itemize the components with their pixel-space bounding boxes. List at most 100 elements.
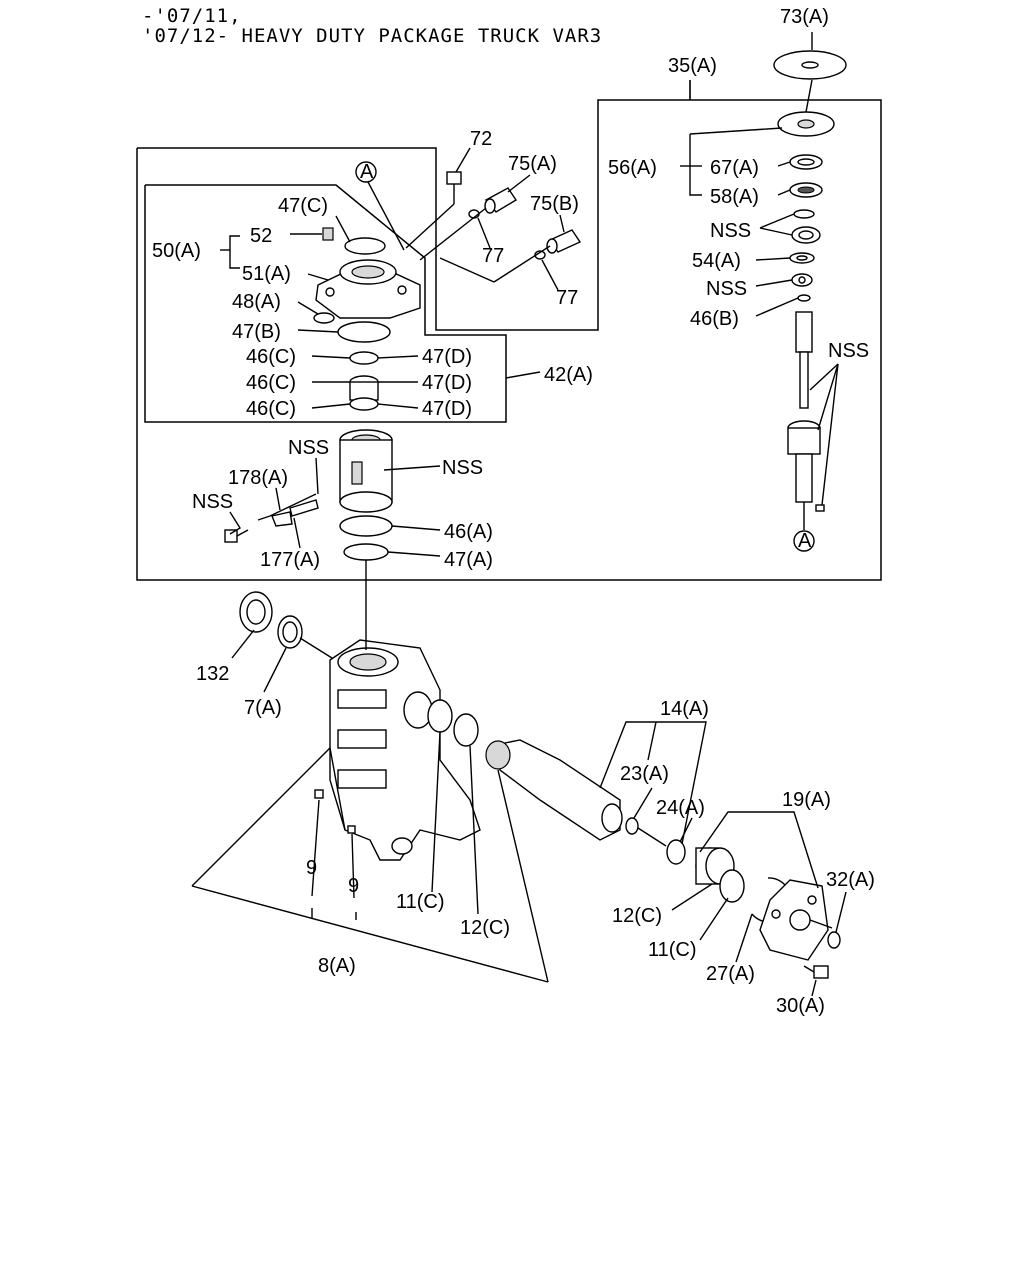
valve-shaft: [795, 311, 813, 409]
label-72: 72: [470, 128, 492, 150]
label-178A: 178(A): [228, 467, 288, 489]
label-47D-3: 47(D): [422, 398, 472, 420]
label-52: 52: [250, 225, 272, 247]
label-46B: 46(B): [690, 308, 739, 330]
label-47D-1: 47(D): [422, 346, 472, 368]
bolt-23A: [625, 817, 667, 847]
valve-sleeve: [787, 420, 821, 528]
label-47C: 47(C): [278, 195, 328, 217]
ref-circle-a-bottom: [793, 530, 815, 552]
washer-54A: [789, 252, 815, 264]
label-77b: 77: [556, 287, 578, 309]
seal-11C-left: [427, 699, 453, 733]
gear-housing: [329, 639, 481, 861]
seal-46A: [339, 515, 393, 537]
seal-stack-46C-47D: [349, 351, 379, 411]
label-9a: 9: [306, 857, 317, 879]
label-32A: 32(A): [826, 869, 875, 891]
label-46A: 46(A): [444, 521, 493, 543]
oring-47B: [337, 321, 391, 343]
label-35A: 35(A): [668, 55, 717, 77]
leader-lines: [191, 80, 847, 997]
bearing-67A: [789, 154, 823, 170]
label-75A: 75(A): [508, 153, 557, 175]
nss-nut: [791, 273, 813, 287]
plug-52: [322, 227, 334, 241]
nss-ring-large: [791, 226, 821, 244]
bolt-30A: [803, 965, 829, 979]
label-11C-left: 11(C): [396, 891, 445, 913]
nut-24A: [666, 839, 686, 865]
seal-12C-right: [719, 869, 745, 903]
fitting-75B: [546, 229, 582, 254]
label-75B: 75(B): [530, 193, 579, 215]
label-56A: 56(A): [608, 157, 657, 179]
bolt-72: [446, 171, 462, 204]
oring-48A: [313, 312, 335, 324]
cylinder-body: [339, 429, 393, 513]
label-nss-3: NSS: [828, 340, 869, 362]
label-27A: 27(A): [706, 963, 755, 985]
label-nss-2: NSS: [706, 278, 747, 300]
label-8A: 8(A): [318, 955, 356, 977]
label-51A: 51(A): [242, 263, 291, 285]
label-47B: 47(B): [232, 321, 281, 343]
label-46C-1: 46(C): [246, 346, 296, 368]
label-ref-a-bottom: A: [798, 530, 812, 552]
upper-cover-73A: [773, 32, 847, 80]
label-30A: 30(A): [776, 995, 825, 1017]
seal-7A: [277, 615, 303, 649]
label-58A: 58(A): [710, 186, 759, 208]
label-12C-left: 12(C): [460, 917, 510, 939]
valve-housing-51A: [315, 259, 421, 319]
label-24A: 24(A): [656, 797, 705, 819]
label-50A: 50(A): [152, 240, 201, 262]
label-23A: 23(A): [620, 763, 669, 785]
seal-47C: [344, 237, 386, 255]
label-48A: 48(A): [232, 291, 281, 313]
label-7A: 7(A): [244, 697, 282, 719]
label-11C-right: 11(C): [648, 939, 697, 961]
seal-132: [239, 591, 273, 633]
callout-labels: 73(A) 35(A) 72 75(A) 75(B) 77 77 56(A) 6…: [152, 6, 875, 1017]
label-73A: 73(A): [780, 6, 829, 28]
header-line-2: '07/12- HEAVY DUTY PACKAGE TRUCK VAR3: [142, 25, 602, 47]
seal-47A: [343, 543, 389, 561]
bolt-nss: [224, 529, 249, 543]
label-ref-a-top: A: [360, 161, 374, 183]
pin-9b: [347, 825, 356, 834]
bearing-58A: [789, 182, 823, 198]
pin-9a: [314, 789, 324, 799]
label-19A: 19(A): [782, 789, 831, 811]
cover-plate-56A: [777, 79, 835, 137]
label-14A: 14(A): [660, 698, 709, 720]
nut-32A: [827, 931, 841, 949]
label-nss-6: NSS: [192, 491, 233, 513]
label-67A: 67(A): [710, 157, 759, 179]
label-47D-2: 47(D): [422, 372, 472, 394]
label-9b: 9: [348, 875, 359, 897]
end-cover: [759, 879, 833, 961]
label-47A: 47(A): [444, 549, 493, 571]
nss-pin: [815, 504, 825, 512]
label-nss-4: NSS: [288, 437, 329, 459]
fitting-75A: [484, 187, 517, 214]
label-77a: 77: [482, 245, 504, 267]
label-54A: 54(A): [692, 250, 741, 272]
label-12C-right: 12(C): [612, 905, 662, 927]
label-177A: 177(A): [260, 549, 320, 571]
label-nss-5: NSS: [442, 457, 483, 479]
bracket-177A: [271, 499, 319, 527]
seal-12C-left: [453, 713, 479, 747]
label-nss-1: NSS: [710, 220, 751, 242]
label-46C-3: 46(C): [246, 398, 296, 420]
oring-46B: [797, 294, 811, 302]
pinion-shaft: [485, 739, 623, 841]
label-42A: 42(A): [544, 364, 593, 386]
bearing-19A: [695, 847, 735, 885]
label-132: 132: [196, 663, 229, 685]
nss-ring-small: [793, 209, 815, 219]
label-46C-2: 46(C): [246, 372, 296, 394]
ref-circle-a-top: [355, 161, 377, 183]
